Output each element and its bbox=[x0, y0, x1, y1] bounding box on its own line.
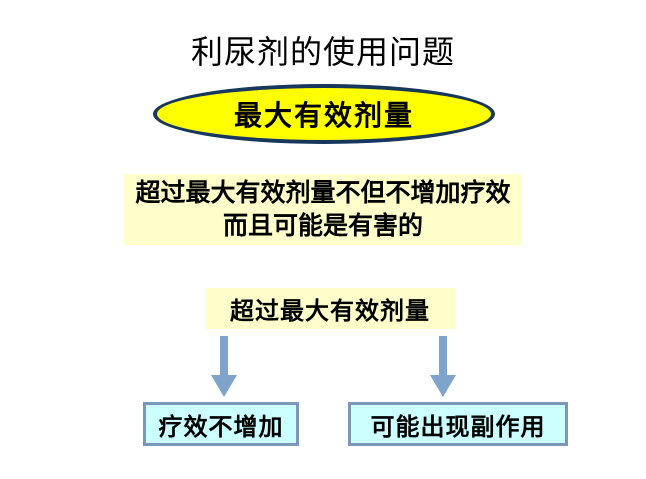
warning-line-1: 超过最大有效剂量不但不增加疗效 bbox=[135, 178, 511, 207]
warning-line-2: 而且可能是有害的 bbox=[222, 211, 423, 240]
warning-box: 超过最大有效剂量不但不增加疗效 而且可能是有害的 bbox=[124, 174, 522, 245]
down-arrow-icon bbox=[209, 336, 239, 397]
slide-title: 利尿剂的使用问题 bbox=[190, 34, 455, 70]
max-dose-ellipse-label: 最大有效剂量 bbox=[233, 100, 414, 131]
down-arrow-icon bbox=[428, 336, 458, 397]
exceed-dose-box: 超过最大有效剂量 bbox=[205, 288, 455, 329]
outcome-label: 可能出现副作用 bbox=[370, 413, 546, 441]
outcome-label: 疗效不增加 bbox=[158, 413, 284, 441]
outcome-box-no-efficacy-gain: 疗效不增加 bbox=[143, 402, 299, 446]
max-dose-ellipse: 最大有效剂量 bbox=[153, 84, 495, 144]
exceed-dose-label: 超过最大有效剂量 bbox=[230, 298, 430, 325]
outcome-box-side-effects: 可能出现副作用 bbox=[348, 402, 568, 446]
